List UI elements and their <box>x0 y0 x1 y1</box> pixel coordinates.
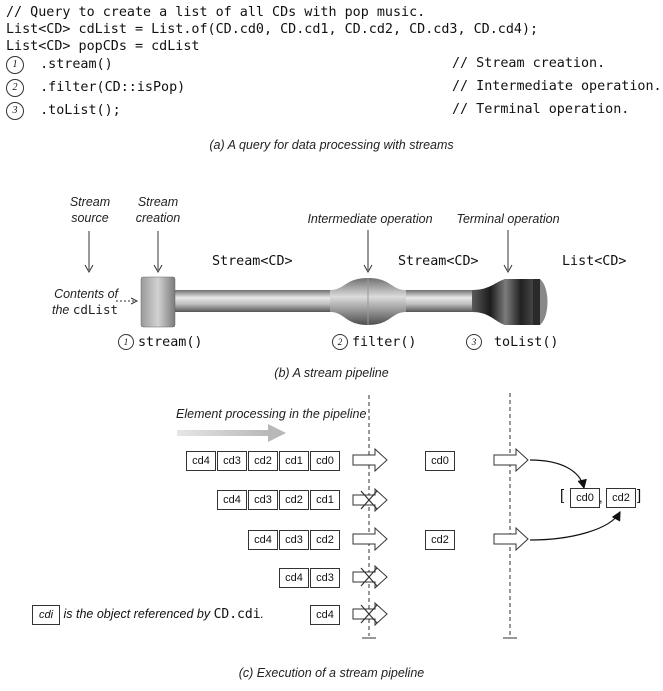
label-intermediate-operation: Intermediate operation <box>307 212 433 226</box>
step-1-comment: // Stream creation. <box>452 56 606 71</box>
code-line-1: List<CD> cdList = List.of(CD.cd0, CD.cd1… <box>6 22 539 37</box>
step-1-number: 1 <box>6 56 24 74</box>
queue-item: cd2 <box>310 530 340 550</box>
legend: cdi is the object referenced by CD.cdi. <box>32 605 264 625</box>
step-2-number: 2 <box>6 79 24 97</box>
passed-cd0: cd0 <box>425 451 455 471</box>
result-cd0: cd0 <box>570 488 600 508</box>
queue-item: cd3 <box>217 451 247 471</box>
code-line-2: List<CD> popCDs = cdList <box>6 39 200 54</box>
passed-cd2: cd2 <box>425 530 455 550</box>
label-stream-source: Stream source <box>69 195 111 225</box>
legend-box: cdi <box>32 605 60 625</box>
caption-c: (c) Execution of a stream pipeline <box>238 666 425 680</box>
queue-item: cd4 <box>310 605 340 625</box>
stream-pipe <box>170 290 480 312</box>
queue-item: cd3 <box>248 490 278 510</box>
pipe-start-cap <box>140 276 176 328</box>
result-separator: , <box>599 490 603 505</box>
op-filter-number: 2 <box>332 334 348 350</box>
result-open-bracket: [ <box>560 487 565 504</box>
step-2-comment: // Intermediate operation. <box>452 79 662 94</box>
type-stream-2: Stream<CD> <box>398 254 479 269</box>
queue-item: cd0 <box>310 451 340 471</box>
label-element-processing: Element processing in the pipeline <box>176 407 367 421</box>
step-3-comment: // Terminal operation. <box>452 102 630 117</box>
legend-code: CD.cdi <box>213 607 261 622</box>
queue-item: cd4 <box>279 568 309 588</box>
step-3-number: 3 <box>6 102 24 120</box>
type-list: List<CD> <box>562 254 627 269</box>
queue-item: cd3 <box>279 530 309 550</box>
label-terminal-operation: Terminal operation <box>456 212 560 226</box>
queue-item: cd4 <box>217 490 247 510</box>
queue-item: cd2 <box>248 451 278 471</box>
step-3-code: .toList(); <box>24 103 121 118</box>
label-contents-code: cdList <box>72 302 118 317</box>
label-stream-creation: Stream creation <box>135 195 181 225</box>
op-tolist-number: 3 <box>466 334 482 350</box>
terminal-section <box>472 279 533 325</box>
caption-a: (a) A query for data processing with str… <box>209 138 454 152</box>
queue-item: cd3 <box>310 568 340 588</box>
legend-text: is the object referenced by <box>63 607 214 621</box>
queue-item: cd1 <box>310 490 340 510</box>
type-stream-1: Stream<CD> <box>212 254 293 269</box>
step-2-code: .filter(CD::isPop) <box>24 80 186 95</box>
label-contents-of-cdlist: Contents of the cdList <box>51 287 118 317</box>
result-cd2: cd2 <box>606 488 636 508</box>
caption-b: (b) A stream pipeline <box>274 366 389 380</box>
result-close-bracket: ] <box>637 487 642 504</box>
step-1-code: .stream() <box>24 57 113 72</box>
code-comment-line: // Query to create a list of all CDs wit… <box>6 5 426 20</box>
queue-item: cd1 <box>279 451 309 471</box>
queue-item: cd4 <box>248 530 278 550</box>
queue-item: cd4 <box>186 451 216 471</box>
queue-item: cd2 <box>279 490 309 510</box>
op-stream-number: 1 <box>118 334 134 350</box>
